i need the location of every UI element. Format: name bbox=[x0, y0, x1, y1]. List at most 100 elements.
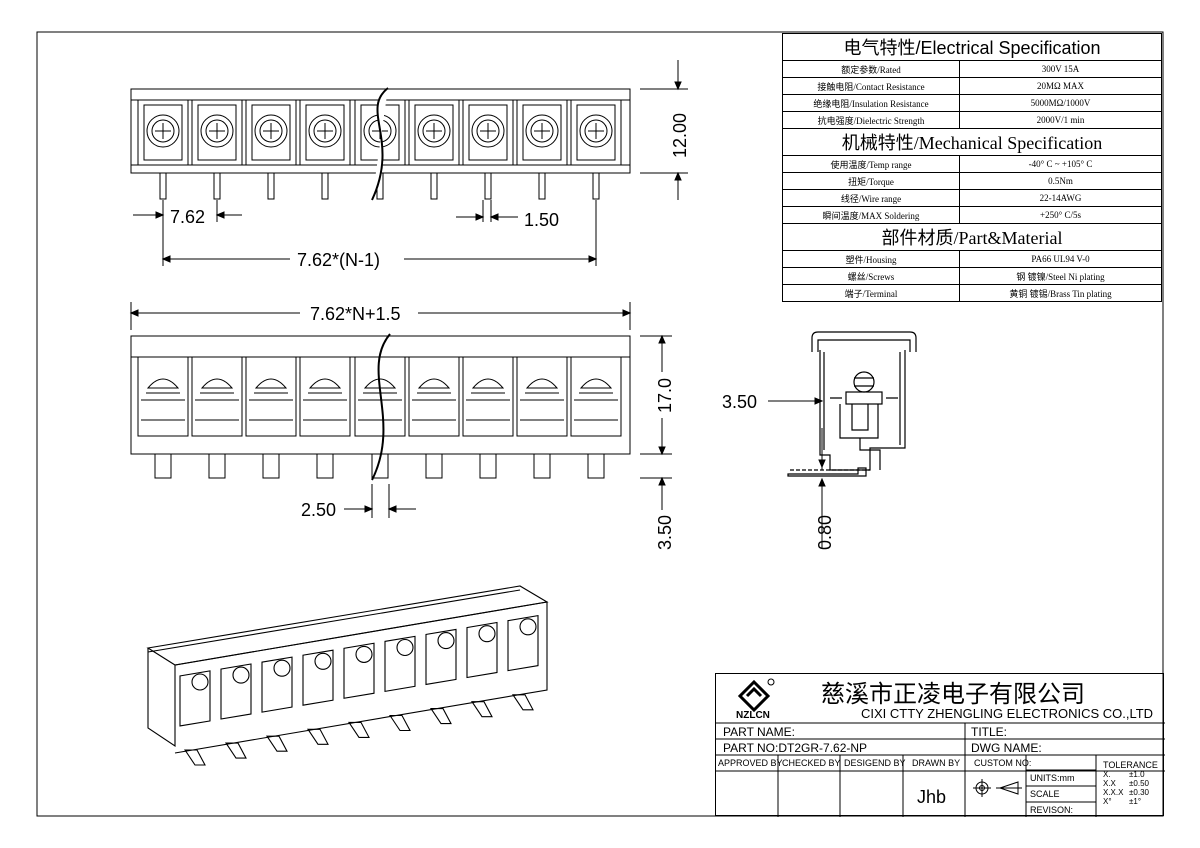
iso-pin bbox=[511, 694, 534, 711]
dim-height-front: 17.0 bbox=[655, 378, 675, 413]
pin bbox=[538, 172, 546, 200]
logo-icon bbox=[737, 678, 775, 713]
side-view bbox=[787, 331, 917, 477]
spec-value: PA66 UL94 V-0 bbox=[959, 250, 1162, 268]
screw-head bbox=[205, 119, 229, 143]
tolerance-row: X°±1° bbox=[1103, 797, 1149, 806]
iso-screw bbox=[232, 666, 250, 684]
iso-pin bbox=[306, 728, 329, 745]
title-block: NZLCN 慈溪市正凌电子有限公司 CIXI CTTY ZHENGLING EL… bbox=[715, 673, 1165, 817]
pin bbox=[592, 172, 600, 200]
spec-value: 黄铜 镀锡/Brass Tin plating bbox=[959, 284, 1162, 302]
approved-by-label: APPROVED BY bbox=[718, 758, 783, 768]
title-label: TITLE: bbox=[971, 725, 1008, 739]
iso-screw bbox=[519, 618, 537, 636]
top-cell-inner bbox=[251, 104, 291, 161]
spec-value: 2000V/1 min bbox=[959, 111, 1162, 129]
spec-key: 线径/Wire range bbox=[782, 189, 960, 207]
spec-value: 300V 15A bbox=[959, 60, 1162, 78]
iso-screw bbox=[355, 645, 373, 663]
iso-screw bbox=[191, 673, 209, 691]
iso-slot bbox=[302, 649, 334, 706]
dim-height-top: 12.00 bbox=[670, 113, 690, 158]
tolerance-value: ±0.50 bbox=[1129, 779, 1149, 788]
iso-pin bbox=[224, 742, 247, 759]
spec-value: -40° C ~ +105° C bbox=[959, 155, 1162, 173]
top-cell-inner bbox=[143, 104, 183, 161]
tolerance-row: X.±1.0 bbox=[1103, 770, 1149, 779]
screw-head bbox=[422, 119, 446, 143]
front-dimensions bbox=[129, 302, 672, 518]
screw-dome bbox=[363, 378, 397, 389]
front-cell bbox=[299, 356, 351, 437]
spec-key: 端子/Terminal bbox=[782, 284, 960, 302]
iso-screw bbox=[478, 625, 496, 643]
screw-dome bbox=[254, 378, 288, 389]
screw-head bbox=[259, 119, 283, 143]
part-number: PART NO:DT2GR-7.62-NP bbox=[723, 741, 868, 755]
screw-outer bbox=[417, 114, 451, 148]
spec-value: 20MΩ MAX bbox=[959, 77, 1162, 95]
tolerance-value: ±1.0 bbox=[1129, 770, 1145, 779]
iso-screw bbox=[273, 659, 291, 677]
front-cell bbox=[408, 356, 460, 437]
screw-head bbox=[313, 119, 337, 143]
top-cell bbox=[299, 99, 351, 166]
screw-dome bbox=[308, 378, 342, 389]
break-line bbox=[371, 333, 391, 481]
spec-section-header: 电气特性/Electrical Specification bbox=[782, 33, 1162, 61]
iso-pin bbox=[183, 749, 206, 766]
spec-key: 抗电强度/Dielectric Strength bbox=[782, 111, 960, 129]
iso-pin bbox=[429, 708, 452, 725]
top-cell bbox=[191, 99, 243, 166]
dim-pin-width: 1.50 bbox=[524, 210, 559, 230]
pin bbox=[479, 453, 497, 479]
designed-by-label: DESIGEND BY bbox=[844, 758, 906, 768]
pin bbox=[533, 453, 551, 479]
tolerance-label: TOLERANCE bbox=[1103, 760, 1158, 770]
iso-slot bbox=[261, 656, 293, 713]
spec-section-title: 部件材质/Part&Material bbox=[782, 223, 1162, 251]
iso-slot bbox=[466, 621, 498, 679]
pin bbox=[267, 172, 275, 200]
screw-dome bbox=[471, 378, 505, 389]
top-cell bbox=[570, 99, 622, 166]
tolerance-value: ±0.30 bbox=[1129, 788, 1149, 797]
dim-pitch: 7.62 bbox=[170, 207, 205, 227]
projection-symbol-icon bbox=[973, 779, 1022, 797]
spec-value: 5000MΩ/1000V bbox=[959, 94, 1162, 112]
spec-key: 螺丝/Screws bbox=[782, 267, 960, 285]
iso-slot bbox=[179, 670, 211, 727]
part-name-label: PART NAME: bbox=[723, 725, 796, 739]
spec-section-header: 部件材质/Part&Material bbox=[782, 223, 1162, 251]
dim-thickness: 0.80 bbox=[815, 515, 835, 550]
top-cell-inner bbox=[414, 104, 454, 161]
top-cell bbox=[516, 99, 568, 166]
screw-outer bbox=[200, 114, 234, 148]
title-block-lines bbox=[716, 678, 1165, 817]
spec-key: 塑件/Housing bbox=[782, 250, 960, 268]
top-cell-inner bbox=[305, 104, 345, 161]
iso-slot bbox=[343, 642, 375, 699]
sheet-border bbox=[36, 31, 1164, 817]
spec-section-title: 电气特性/Electrical Specification bbox=[782, 33, 1162, 61]
spec-key: 扭矩/Torque bbox=[782, 172, 960, 190]
iso-pin bbox=[388, 714, 411, 732]
tolerance-value: ±1° bbox=[1129, 797, 1142, 806]
screw-outer bbox=[579, 114, 613, 148]
side-dimensions bbox=[768, 397, 826, 548]
top-dimensions bbox=[133, 60, 688, 266]
front-view bbox=[130, 333, 631, 481]
spec-key: 接触电阻/Contact Resistance bbox=[782, 77, 960, 95]
dim-pin-length: 3.50 bbox=[655, 515, 675, 550]
screw-head bbox=[476, 119, 500, 143]
screw-outer bbox=[525, 114, 559, 148]
spec-row: 瞬间温度/MAX Soldering+250° C/5s bbox=[782, 206, 1162, 224]
top-cell bbox=[245, 99, 297, 166]
